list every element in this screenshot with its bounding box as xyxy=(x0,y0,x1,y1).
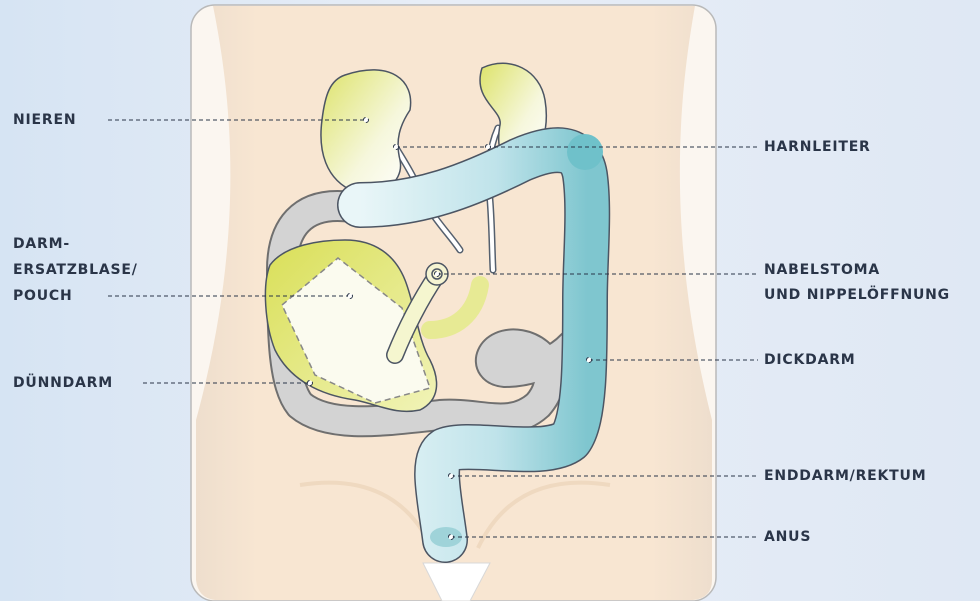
label-nabel-line1: NABELSTOMA xyxy=(764,259,880,281)
label-anus: ANUS xyxy=(764,526,811,548)
label-enddarm: ENDDARM/REKTUM xyxy=(764,465,926,487)
label-darm-line2: ERSATZBLASE/ xyxy=(13,259,138,281)
label-dickdarm: DICKDARM xyxy=(764,349,856,371)
label-darm-line3: POUCH xyxy=(13,285,73,307)
label-nieren: NIEREN xyxy=(13,109,76,131)
label-harnleiter: HARNLEITER xyxy=(764,136,871,158)
label-duenndarm: DÜNNDARM xyxy=(13,372,113,394)
label-darm-line1: DARM- xyxy=(13,233,70,255)
label-nabel-line2: UND NIPPELÖFFNUNG xyxy=(764,284,950,306)
